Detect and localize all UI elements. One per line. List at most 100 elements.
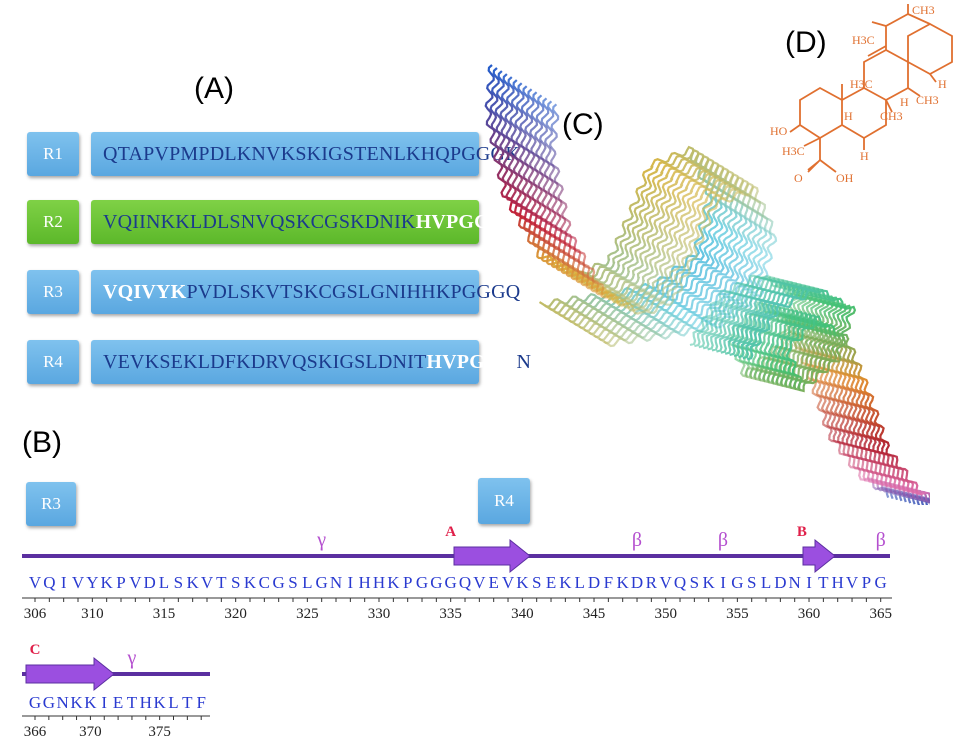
residue-letter: H (373, 573, 385, 592)
sequence-segment: PVDLSKVTSKCGSLGNIHHKPGGGQ (186, 280, 521, 303)
sequence-segment: N (516, 350, 532, 373)
residue-letter: T (127, 693, 138, 712)
axis-tick-label: 320 (224, 606, 247, 622)
repeat-tag-r1: R1 (27, 132, 79, 176)
residue-letter: S (231, 573, 240, 592)
residue-letter: K (703, 573, 716, 592)
axis-tick-label: 370 (79, 724, 102, 740)
beta-strand-arrow (453, 538, 531, 574)
axis-tick-label: 375 (148, 724, 171, 740)
residue-letter: Q (459, 573, 471, 592)
atom-label: H (900, 95, 909, 109)
repeat-tag-r3: R3 (27, 270, 79, 314)
highlighted-motif: HVPGGG (426, 350, 517, 373)
sequence-segment: VQIINKKLDLSNVQSKCGSKDNIK (103, 210, 416, 233)
atom-label: HO (770, 124, 788, 138)
panel-d-label: (D) (785, 26, 827, 59)
fibril-strand (746, 288, 930, 503)
residue-letter: N (789, 573, 801, 592)
sequence-segment: QTAPVPMPDLKNVKSKIGSTENLKHQPGGGK (103, 142, 520, 165)
residue-letter: L (168, 693, 178, 712)
turn-symbol: β (718, 529, 728, 551)
repeat-sequence-r1: QTAPVPMPDLKNVKSKIGSTENLKHQPGGGK (91, 132, 520, 176)
atom-label: O (794, 171, 803, 185)
axis-tick-label: 310 (81, 606, 104, 622)
atom-label: OH (836, 171, 854, 185)
residue-letter: R (646, 573, 658, 592)
residue-letter: K (154, 693, 167, 712)
axis-tick-label: 340 (511, 606, 534, 622)
residue-letter: P (116, 573, 125, 592)
residue-letter: I (348, 573, 354, 592)
residue-letter: V (846, 573, 859, 592)
residue-letter: Y (86, 573, 98, 592)
residue-letter: H (140, 693, 152, 712)
strand-label: C (30, 642, 41, 658)
residue-letter: V (129, 573, 142, 592)
residue-letter: V (201, 573, 214, 592)
residue-letter: K (387, 573, 400, 592)
residue-letter: D (774, 573, 786, 592)
residue-letter: E (113, 693, 123, 712)
residue-letter: N (57, 693, 69, 712)
residue-letter: K (244, 573, 257, 592)
atom-label: H (860, 149, 869, 163)
axis-tick-label: 325 (296, 606, 319, 622)
residue-letter: D (588, 573, 600, 592)
residue-letter: G (430, 573, 442, 592)
residue-letter: S (690, 573, 699, 592)
residue-letter: N (330, 573, 342, 592)
residue-letter: I (101, 693, 107, 712)
residue-letter: K (101, 573, 114, 592)
residue-letter: L (159, 573, 169, 592)
atom-label: CH3 (880, 109, 903, 123)
residue-letter: G (316, 573, 328, 592)
residue-letter: G (273, 573, 285, 592)
axis-tick-label: 366 (24, 724, 47, 740)
residue-letter: Q (43, 573, 55, 592)
strand-label: B (797, 524, 807, 540)
residue-letter: S (747, 573, 756, 592)
residue-letter: F (604, 573, 613, 592)
residue-letter: D (631, 573, 643, 592)
axis-tick-label: 306 (24, 606, 47, 622)
axis-tick-label: 365 (869, 606, 892, 622)
residue-letter: K (617, 573, 630, 592)
residue-letter: L (574, 573, 584, 592)
residue-letter: L (761, 573, 771, 592)
turn-symbol: γ (127, 647, 137, 669)
residue-letter: T (818, 573, 829, 592)
residue-letter: K (516, 573, 529, 592)
residue-letter: S (532, 573, 541, 592)
residue-letter: T (182, 693, 193, 712)
residue-letter: I (806, 573, 812, 592)
repeat-tag-r4: R4 (27, 340, 79, 384)
residue-letter: S (174, 573, 183, 592)
residue-letter: G (43, 693, 55, 712)
r3-region-tag: R3 (26, 482, 76, 526)
turn-symbol: β (632, 529, 642, 551)
atom-label: H3C (850, 77, 873, 91)
axis-tick-label: 345 (583, 606, 606, 622)
residue-letter: D (144, 573, 156, 592)
axis-tick-label: 355 (726, 606, 749, 622)
residue-letter: Q (674, 573, 686, 592)
residue-letter: V (473, 573, 486, 592)
residue-letter: E (488, 573, 498, 592)
residue-letter: I (720, 573, 726, 592)
residue-letter: I (61, 573, 67, 592)
panel-b-label: (B) (22, 426, 62, 459)
atom-label: H3C (782, 144, 805, 158)
axis-tick-label: 330 (368, 606, 391, 622)
residue-letter: G (29, 693, 41, 712)
highlighted-motif: VQIVYK (103, 280, 187, 303)
residue-letter: P (403, 573, 412, 592)
residue-letter: K (187, 573, 200, 592)
residue-letter: C (259, 573, 270, 592)
atom-label: CH3 (912, 3, 935, 17)
